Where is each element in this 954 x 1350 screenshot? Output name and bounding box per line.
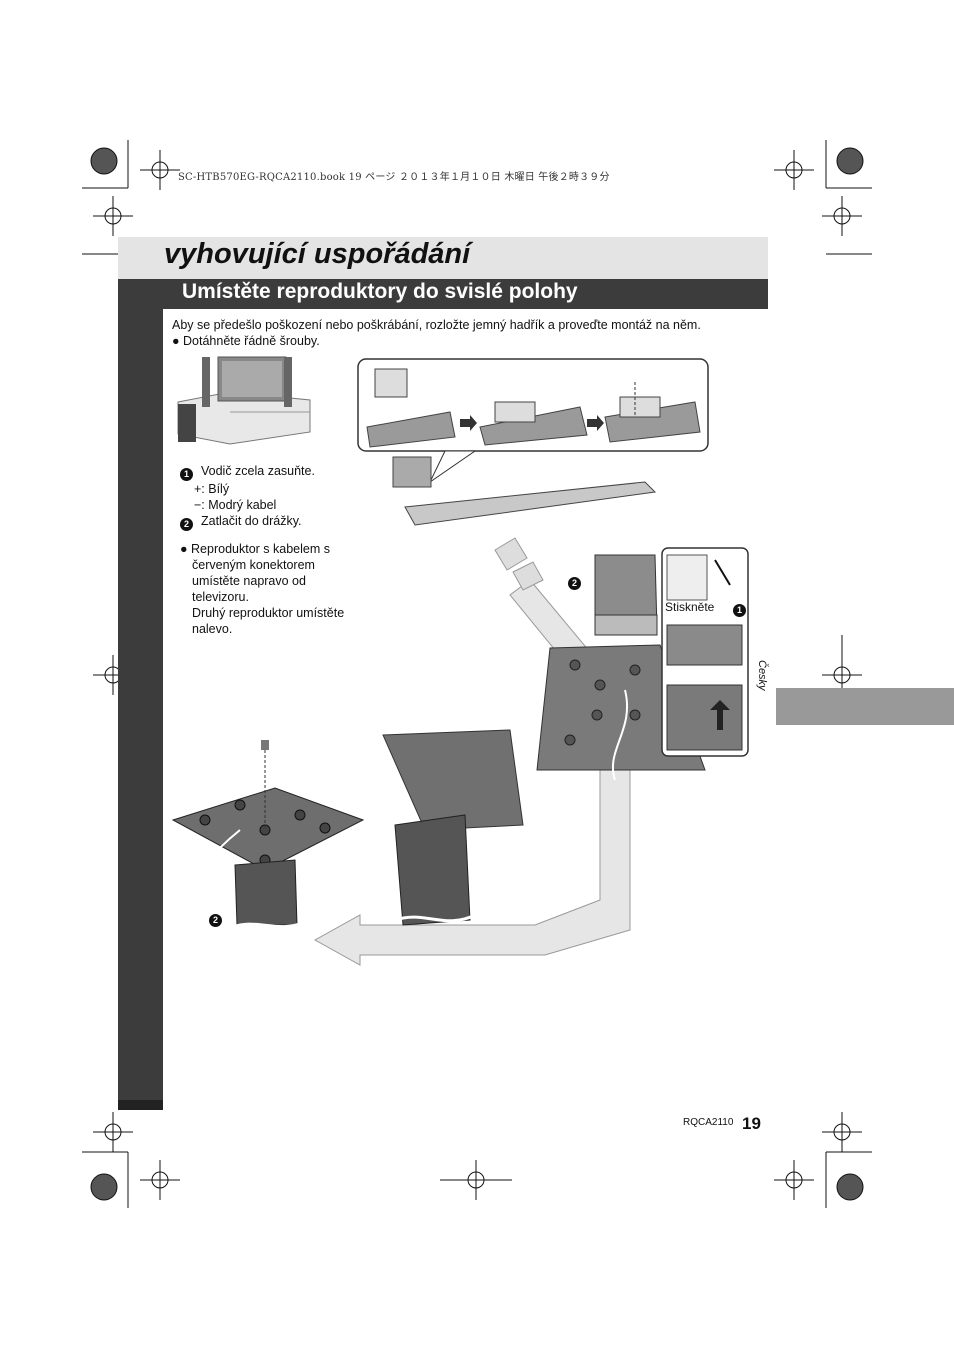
page-title: vyhovující uspořádání [164, 238, 471, 270]
model-number: RQCA2110 [683, 1117, 734, 1128]
print-info: SC-HTB570EG-RQCA2110.book 19 ページ ２０１３年１月… [178, 172, 610, 183]
step-1-plus: +: Bílý [194, 482, 230, 496]
language-tab [776, 688, 954, 725]
callout-num-2-bottom: 2 [209, 910, 230, 927]
left-side-bar-foot [118, 1100, 163, 1110]
callout-num-2-top: 2 [568, 573, 589, 590]
callout-press-label: Stiskněte [665, 600, 715, 614]
subtitle-band [118, 279, 768, 309]
section-title: Umístěte reproduktory do svislé polohy [182, 280, 578, 303]
title-band [118, 237, 768, 279]
placement-note: ● Reproduktor s kabelem s červeným konek… [180, 542, 345, 636]
base-assembly-illustration [357, 358, 709, 526]
page-number: 19 [742, 1114, 761, 1133]
tv-setup-illustration [177, 356, 311, 445]
callout-num-1: 1 [733, 600, 754, 617]
intro-bullet: ● Dotáhněte řádně šrouby. [172, 334, 320, 348]
assembly-flow-illustration [171, 537, 749, 966]
language-label: Česky [756, 660, 768, 691]
left-side-bar [118, 280, 163, 1110]
intro-text: Aby se předešlo poškození nebo poškrábán… [172, 318, 701, 332]
step-1-minus: −: Modrý kabel [194, 498, 277, 512]
